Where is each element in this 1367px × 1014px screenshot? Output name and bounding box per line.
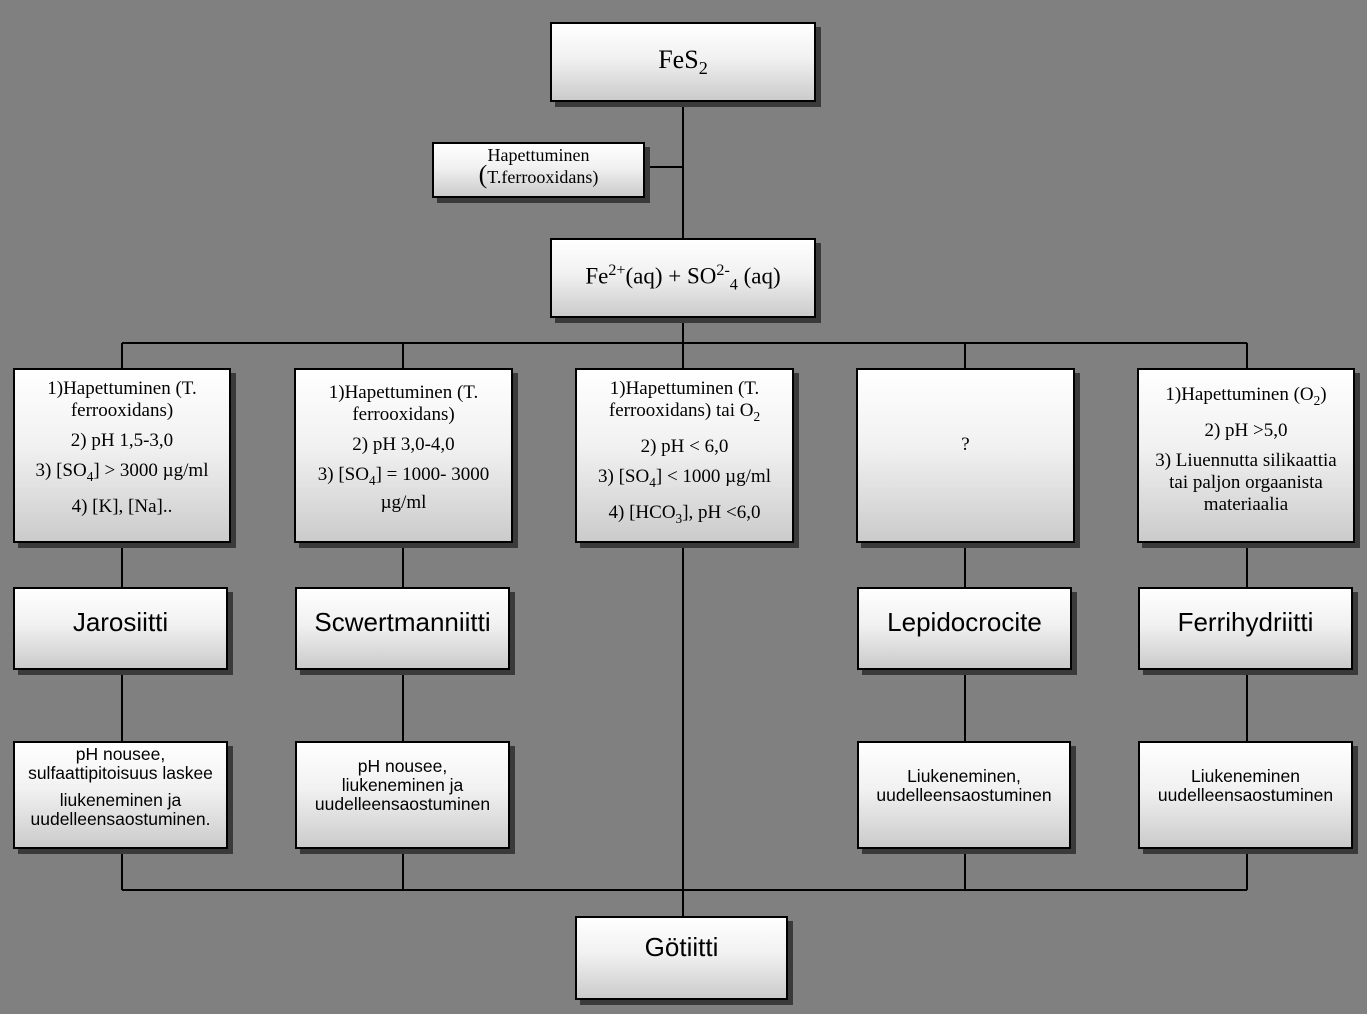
condition-text: 3) [SO4] > 3000 µg/ml <box>35 460 209 484</box>
mineral-box-lepidocrocite: Lepidocrocite <box>857 587 1072 670</box>
stage-box-2: pH nousee, liukeneminen ja uudelleensaos… <box>295 741 510 849</box>
condition-text: 1)Hapettuminen (O2) <box>1165 384 1327 408</box>
ion-label: Fe2+(aq) + SO2-4 (aq) <box>585 261 781 294</box>
condition-text: materiaalia <box>1203 493 1289 515</box>
mineral-box-ferrihydriitti: Ferrihydriitti <box>1138 587 1353 670</box>
stage-text: uudelleensaostuminen. <box>30 809 211 829</box>
fes2-box: FeS2 <box>550 22 816 102</box>
stage-text: uudelleensaostuminen <box>876 785 1052 805</box>
conditions-box-1: 1)Hapettuminen (T. ferrooxidans) 2) pH 1… <box>13 368 231 543</box>
condition-text: 3) [SO4] < 1000 µg/ml <box>598 465 771 490</box>
condition-text: tai paljon orgaanista <box>1169 471 1323 493</box>
condition-text: ferrooxidans) <box>352 404 455 425</box>
condition-text: 2) pH 3,0-4,0 <box>352 434 455 455</box>
stage-text: Liukeneminen <box>1191 766 1300 786</box>
condition-text: µg/ml <box>380 491 427 513</box>
fes2-label: FeS2 <box>658 44 708 79</box>
gotiitti-label: Götiitti <box>644 931 719 962</box>
stage-text: pH nousee, <box>357 756 448 776</box>
conditions-box-4: ? <box>856 368 1075 543</box>
stage-box-3: Liukeneminen, uudelleensaostuminen <box>857 741 1071 849</box>
mineral-label: Ferrihydriitti <box>1177 607 1314 637</box>
conditions-box-5: 1)Hapettuminen (O2) 2) pH >5,0 3) Liuenn… <box>1137 368 1355 543</box>
oxidation-line1: Hapettuminen <box>487 145 590 165</box>
stage-text: liukeneminen ja <box>59 790 182 810</box>
conditions-box-3: 1)Hapettuminen (T. ferrooxidans) tai O2 … <box>575 368 794 543</box>
condition-text: ferrooxidans) <box>70 400 174 421</box>
condition-text: ferrooxidans) tai O2 <box>608 400 761 424</box>
mineral-label: Jarosiitti <box>72 607 169 637</box>
mineral-box-jarosiitti: Jarosiitti <box>13 587 228 670</box>
condition-text: 2) pH < 6,0 <box>640 435 729 457</box>
stage-box-1: pH nousee, sulfaattipitoisuus laskee liu… <box>13 741 228 849</box>
condition-text: 3) Liuennutta silikaattia <box>1155 449 1337 471</box>
condition-text: 4) [K], [Na].. <box>71 495 173 517</box>
mineral-box-scwertmanniitti: Scwertmanniitti <box>295 587 510 670</box>
stage-text: Liukeneminen, <box>907 766 1021 786</box>
ion-box: Fe2+(aq) + SO2-4 (aq) <box>550 238 816 318</box>
mineral-label: Lepidocrocite <box>887 607 1042 637</box>
condition-text: 1)Hapettuminen (T. <box>609 378 760 399</box>
oxidation-line2: (T.ferrooxidans) <box>478 160 599 189</box>
stage-text: sulfaattipitoisuus laskee <box>28 763 213 783</box>
condition-text: 1)Hapettuminen (T. <box>328 382 479 403</box>
oxidation-box: Hapettuminen (T.ferrooxidans) <box>432 142 645 198</box>
conditions-box-2: 1)Hapettuminen (T. ferrooxidans) 2) pH 3… <box>294 368 513 543</box>
stage-text: uudelleensaostuminen <box>314 794 491 814</box>
stage-text: uudelleensaostuminen <box>1157 785 1334 805</box>
condition-text: 1)Hapettuminen (T. <box>47 378 197 399</box>
gotiitti-box: Götiitti <box>575 916 788 1000</box>
unknown-condition-label: ? <box>961 433 970 455</box>
condition-text: 2) pH 1,5-3,0 <box>70 430 174 451</box>
condition-text: 3) [SO4] = 1000- 3000 <box>317 464 490 488</box>
condition-text: 2) pH >5,0 <box>1204 419 1288 441</box>
stage-text: liukeneminen ja <box>341 775 464 795</box>
mineral-label: Scwertmanniitti <box>314 607 491 637</box>
condition-text: 4) [HCO3], pH <6,0 <box>608 501 761 526</box>
stage-text: pH nousee, <box>75 744 166 764</box>
stage-box-4: Liukeneminen uudelleensaostuminen <box>1138 741 1353 849</box>
